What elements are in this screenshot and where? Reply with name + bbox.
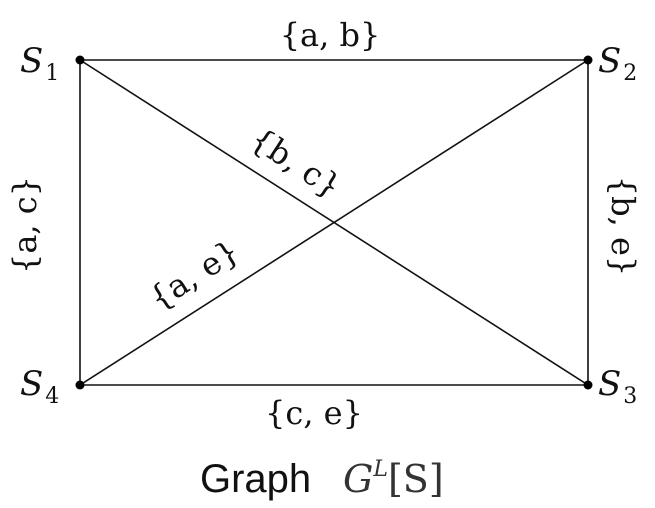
edge-label-s4-s2: {a, e} bbox=[142, 232, 246, 318]
node-subscript: 3 bbox=[623, 384, 637, 409]
node-symbol: S bbox=[598, 41, 621, 81]
node-subscript: 1 bbox=[45, 61, 59, 86]
node-symbol: S bbox=[20, 364, 43, 404]
edge-label-s2-s3: {b, e} bbox=[604, 176, 642, 276]
node-subscript: 2 bbox=[623, 61, 637, 86]
caption-math-base: G bbox=[343, 457, 373, 501]
node-label-s4: S4 bbox=[20, 364, 59, 409]
edges bbox=[79, 59, 589, 386]
edge-label-s4-s3: {c, e} bbox=[265, 394, 363, 432]
caption-math-sup: L bbox=[372, 457, 388, 482]
node-s1 bbox=[75, 55, 85, 65]
caption: Graph GL[S] bbox=[200, 457, 444, 501]
edge-s4-s2 bbox=[79, 59, 589, 386]
node-label-s1: S1 bbox=[20, 41, 59, 86]
edge-label-s1-s3: {b, c} bbox=[244, 120, 348, 206]
node-subscript: 4 bbox=[45, 384, 59, 409]
nodes bbox=[75, 55, 593, 390]
caption-math: GL[S] bbox=[343, 457, 444, 501]
node-symbol: S bbox=[20, 41, 43, 81]
node-label-s2: S2 bbox=[598, 41, 637, 86]
node-label-s3: S3 bbox=[598, 364, 637, 409]
node-s3 bbox=[583, 380, 593, 390]
edge-label-s1-s2: {a, b} bbox=[280, 16, 381, 54]
edge-label-s1-s4: {a, c} bbox=[6, 176, 44, 274]
caption-word: Graph bbox=[200, 457, 311, 501]
node-s2 bbox=[583, 55, 593, 65]
node-s4 bbox=[75, 380, 85, 390]
node-symbol: S bbox=[598, 364, 621, 404]
caption-math-arg: [S] bbox=[388, 457, 444, 501]
